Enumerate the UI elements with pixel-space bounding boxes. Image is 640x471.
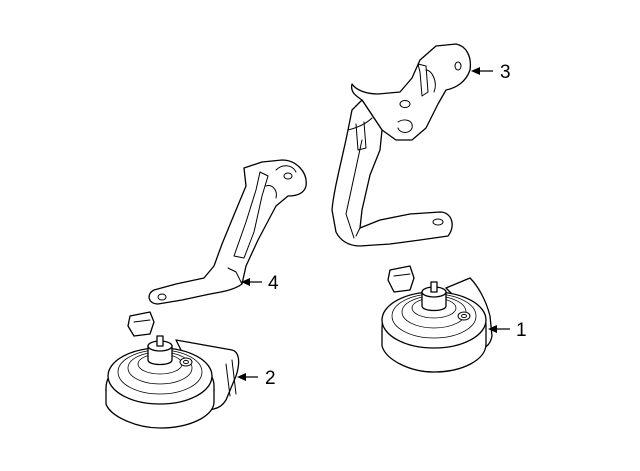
horn-left (105, 311, 240, 429)
arrow-left-icon (241, 278, 250, 286)
callout-number-2: 2 (265, 368, 276, 389)
bracket-upper-right (331, 43, 472, 247)
arrow-left-icon (471, 67, 480, 75)
callout-3: 3 (471, 62, 511, 83)
callout-number-1: 1 (516, 320, 527, 341)
bracket-middle (148, 159, 307, 305)
horn-right (381, 265, 493, 373)
arrow-left-icon (237, 373, 246, 381)
callout-2: 2 (237, 368, 276, 389)
callout-4: 4 (241, 273, 279, 294)
callout-number-3: 3 (500, 62, 511, 83)
arrow-left-icon (488, 325, 497, 333)
callout-number-4: 4 (268, 273, 279, 294)
callout-1: 1 (488, 320, 527, 341)
